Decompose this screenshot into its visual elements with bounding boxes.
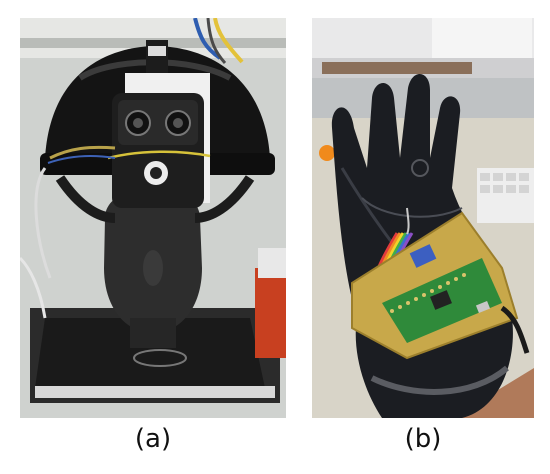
photo-glove-prototype [312,18,534,418]
helmet-photo-illustration [20,18,286,418]
caption-panel-b: (b) [404,424,442,454]
glove-photo-illustration [312,18,534,418]
caption-panel-a: (a) [134,424,172,454]
photo-helmet-prototype [20,18,286,418]
